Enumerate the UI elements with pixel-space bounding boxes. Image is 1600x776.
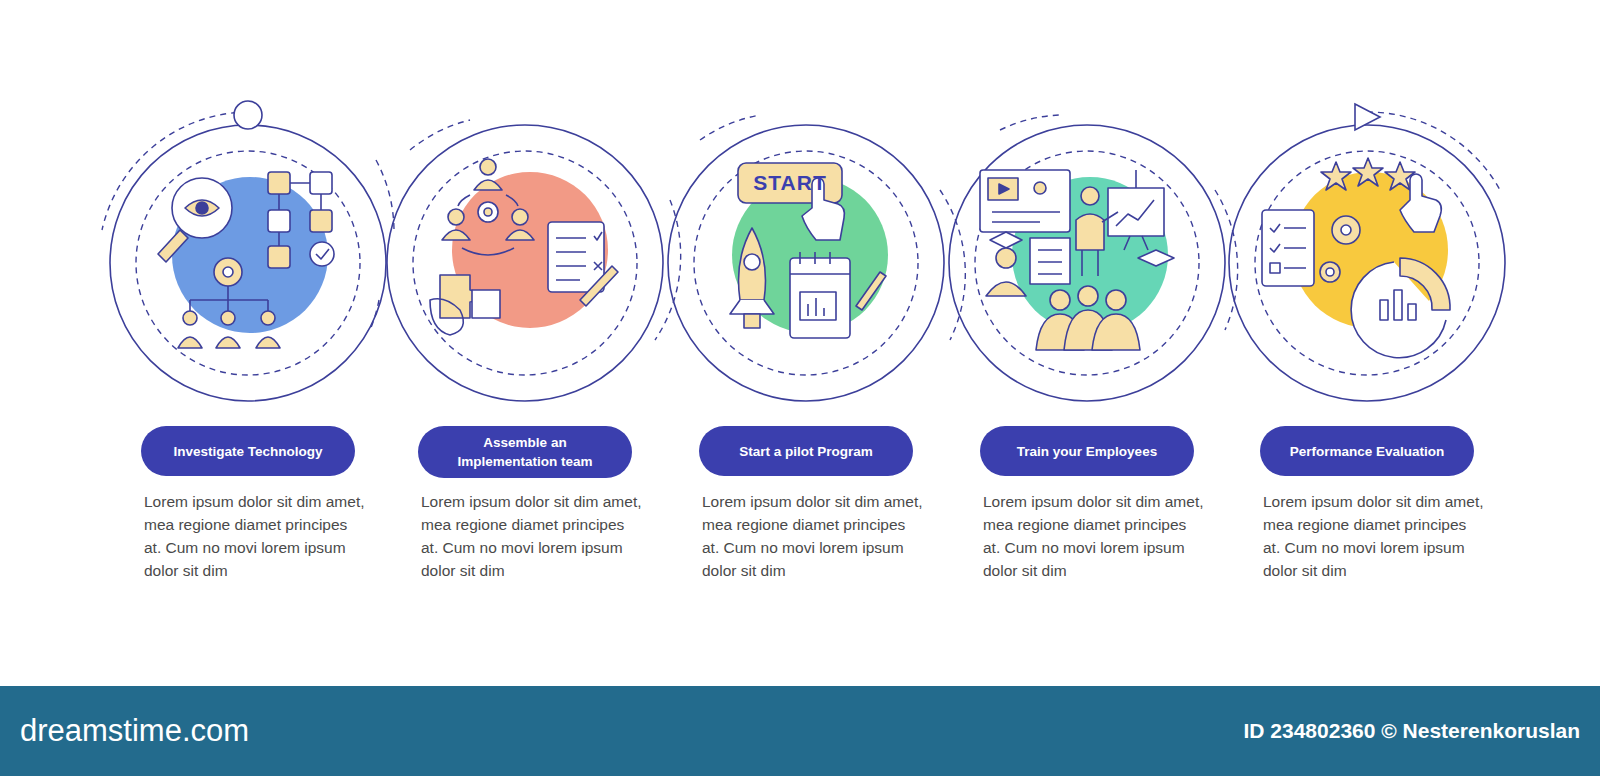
step-pill: Investigate Technology	[141, 426, 355, 476]
step-title: Investigate Technology	[173, 442, 322, 461]
step-title: Start a pilot Program	[739, 442, 873, 461]
step-description: Lorem ipsum dolor sit dim amet, mea regi…	[983, 490, 1205, 582]
step-pill: Train your Employees	[980, 426, 1194, 476]
step-description: Lorem ipsum dolor sit dim amet, mea regi…	[1263, 490, 1485, 582]
step-description: Lorem ipsum dolor sit dim amet, mea regi…	[702, 490, 924, 582]
step-title: Train your Employees	[1017, 442, 1157, 461]
step-pill: Assemble an Implementation team	[418, 426, 632, 478]
button-text: START	[753, 171, 826, 195]
step-description: Lorem ipsum dolor sit dim amet, mea regi…	[421, 490, 643, 582]
watermark: dreamstime.com	[20, 713, 249, 749]
watermark: ID 234802360 © Nesterenkoruslan	[1244, 719, 1581, 743]
step-title: Performance Evaluation	[1290, 442, 1445, 461]
step-pill: Performance Evaluation	[1260, 426, 1474, 476]
step-pill: Start a pilot Program	[699, 426, 913, 476]
step-title: Assemble an Implementation team	[434, 433, 616, 471]
step-description: Lorem ipsum dolor sit dim amet, mea regi…	[144, 490, 366, 582]
